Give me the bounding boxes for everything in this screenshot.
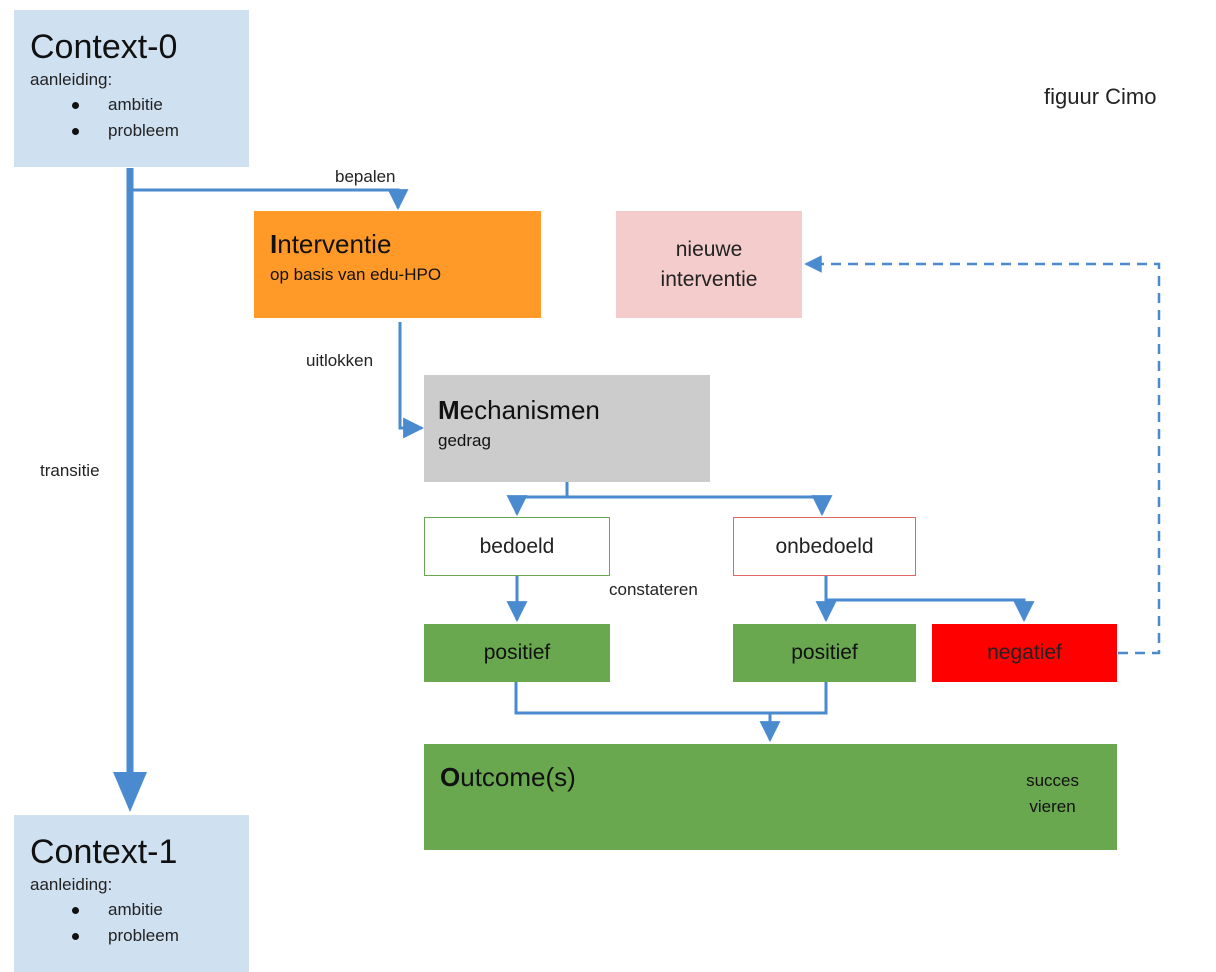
mech-to-onbedoeld-arrow (567, 495, 833, 517)
context-1-item: probleem (66, 923, 249, 949)
nieuwe-interventie-line1: nieuwe (675, 237, 743, 261)
nieuwe-interventie-line2: interventie (660, 267, 758, 291)
positief-left-box: positief (424, 624, 610, 682)
positief-left-to-outcome-line (514, 682, 770, 715)
constateren-label: constateren (609, 580, 698, 599)
context-0-title: Context-0 (30, 28, 178, 66)
context-0-subtitle: aanleiding: (30, 70, 113, 89)
mechanismen-subtitle: gedrag (438, 431, 491, 450)
mech-to-bedoeld-arrow (506, 495, 567, 517)
nieuwe-interventie-box: nieuwe interventie (616, 211, 802, 318)
mechanismen-box: Mechanismen gedrag (424, 375, 710, 482)
transitie-label: transitie (40, 461, 100, 480)
uitlokken-arrow (398, 322, 425, 439)
context-1-box: Context-1 aanleiding: ambitie probleem (14, 815, 249, 972)
outcome-title: Outcome(s) (440, 762, 576, 792)
onbedoeld-box: onbedoeld (733, 517, 916, 576)
negatief-to-nieuwe-interventie-dashed-arrow (804, 255, 1161, 655)
bedoeld-box: bedoeld (424, 517, 610, 576)
context-0-box: Context-0 aanleiding: ambitie probleem (14, 10, 249, 167)
interventie-box: Interventie op basis van edu-HPO (254, 211, 541, 318)
uitlokken-label: uitlokken (306, 351, 374, 370)
mechanismen-title: Mechanismen (438, 395, 600, 425)
onbedoeld-to-negatief-arrow (826, 598, 1035, 623)
context-1-item: ambitie (66, 897, 249, 923)
figure-label: figuur Cimo (1044, 84, 1157, 109)
bepalen-arrow (133, 188, 409, 211)
negatief-box: negatief (932, 624, 1117, 682)
bepalen-label: bepalen (335, 167, 396, 186)
transitie-arrowhead (113, 772, 147, 812)
outcome-side-note: succes vieren (1026, 771, 1079, 816)
context-1-subtitle: aanleiding: (30, 875, 113, 894)
context-0-item: probleem (66, 118, 249, 144)
context-1-list: ambitie probleem (30, 897, 249, 949)
positief-right-to-outcome-line (770, 682, 828, 715)
interventie-subtitle: op basis van edu-HPO (270, 265, 442, 284)
interventie-title: Interventie (270, 229, 392, 259)
context-1-title: Context-1 (30, 833, 178, 871)
outcome-box: Outcome(s) succes vieren (424, 744, 1117, 850)
positief-right-box: positief (733, 624, 916, 682)
context-0-list: ambitie probleem (30, 92, 249, 144)
context-0-item: ambitie (66, 92, 249, 118)
